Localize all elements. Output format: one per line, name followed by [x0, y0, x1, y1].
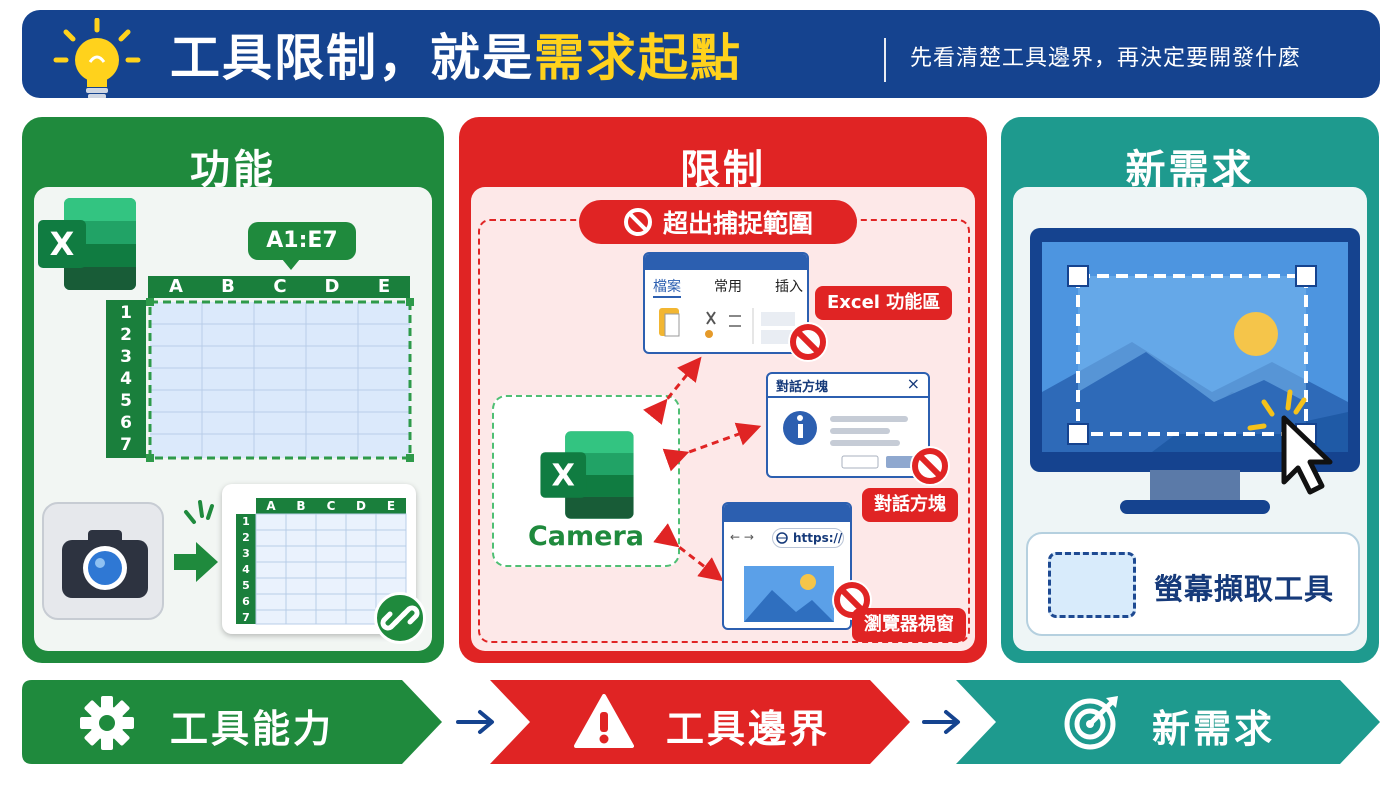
mini-row-header: 2 [242, 531, 250, 544]
grid-row-header-bar [106, 300, 146, 458]
row-header: 3 [120, 347, 132, 367]
monitor-foot [1120, 500, 1270, 514]
camera-picture-frame: X Camera [492, 395, 680, 567]
warning-icon [574, 694, 634, 748]
mini-row-header: 4 [242, 563, 250, 576]
target-icon [1064, 696, 1118, 750]
blocked-arrows [643, 356, 762, 582]
close-icon: × [906, 374, 920, 393]
column-header: D [324, 276, 340, 297]
row-header: 7 [120, 435, 132, 455]
column-header: E [377, 276, 391, 297]
column-header: C [273, 276, 287, 297]
gear-icon [80, 696, 134, 750]
mini-column-header: C [326, 499, 336, 513]
limit-panel-title: 限制 [680, 147, 766, 193]
globe-icon [776, 532, 788, 544]
mini-row-header: 6 [242, 595, 250, 608]
step-boundary-label: 工具邊界 [666, 707, 831, 751]
new-requirement-panel-title: 新需求 [1125, 147, 1255, 193]
mini-column-header: A [266, 499, 276, 513]
grid-column-header-bar [148, 276, 410, 298]
feature-panel-title: 功能 [190, 147, 276, 193]
excel-logo-icon: X [38, 198, 136, 290]
camera-icon [62, 530, 148, 598]
ribbon-tools-icon [659, 308, 795, 344]
row-header: 4 [120, 369, 132, 389]
page-subtitle: 先看清楚工具邊界，再決定要開發什麼 [910, 46, 1302, 71]
link-icon [374, 592, 426, 644]
title-main: 工具限制，就是 [170, 29, 534, 87]
browser-tag: 瀏覽器視窗 [852, 608, 966, 642]
mini-row-header: 1 [242, 515, 250, 528]
mini-row-header: 3 [242, 547, 250, 560]
out-of-range-tag: 超出捕捉範圍 [579, 200, 857, 244]
dialog-title: 對話方塊 [776, 380, 829, 395]
ribbon-tab-insert: 插入 [775, 279, 803, 295]
arrow-right-icon [456, 710, 494, 734]
dialog-tag: 對話方塊 [862, 488, 958, 522]
info-icon [783, 411, 916, 469]
ribbon-tab-file: 檔案 [653, 276, 681, 298]
column-header: A [169, 276, 183, 297]
monitor-stand [1150, 470, 1240, 504]
header-banner: 工具限制，就是需求起點 先看清楚工具邊界，再決定要開發什麼 [22, 10, 1380, 98]
mini-row-header: 5 [242, 579, 250, 592]
row-header: 6 [120, 413, 132, 433]
step-banner-capability: 工具能力 [22, 680, 442, 764]
dialog-window: 對話方塊 × [766, 372, 930, 478]
row-header: 2 [120, 325, 132, 345]
title-highlight: 需求起點 [534, 29, 742, 87]
ribbon-tabs: 檔案 常用 插入 [653, 276, 803, 298]
prohibited-icon [788, 322, 828, 362]
page-title: 工具限制，就是需求起點 [170, 22, 742, 87]
arrow-right-icon [174, 542, 218, 582]
screen-capture-icon [1048, 552, 1136, 618]
step-banner-boundary: 工具邊界 [490, 680, 910, 764]
camera-tool-button [42, 502, 164, 620]
mini-column-header: E [386, 499, 396, 513]
screen-capture-tool-label: 螢幕擷取工具 [1154, 572, 1335, 606]
out-of-range-label: 超出捕捉範圍 [662, 209, 813, 238]
mini-row-header: 7 [242, 611, 250, 624]
browser-window: ← → https:// [722, 502, 852, 630]
mini-column-header: B [296, 499, 306, 513]
row-header: 5 [120, 391, 132, 411]
step-banner-new-requirement: 新需求 [956, 680, 1380, 764]
excel-logo-icon: X [540, 431, 634, 519]
mini-column-header: D [356, 499, 366, 513]
cursor-click-icon [1247, 389, 1333, 495]
header-divider [884, 38, 886, 82]
row-header: 1 [120, 303, 132, 323]
ribbon-tab-home: 常用 [714, 279, 742, 295]
browser-address-bar: https:// [772, 528, 844, 548]
range-label: A1:E7 [248, 222, 356, 270]
arrow-right-icon [922, 710, 960, 734]
ribbon-window: 檔案 常用 插入 [643, 252, 809, 354]
column-header: B [221, 276, 235, 297]
snapshot-burst-icon [184, 500, 214, 524]
image-placeholder-icon [744, 566, 834, 622]
prohibited-icon [910, 446, 950, 486]
prohibited-icon [623, 208, 652, 236]
selected-range-grid [146, 298, 414, 462]
step-capability-label: 工具能力 [170, 707, 335, 751]
browser-nav-icons: ← → [730, 530, 754, 544]
lightbulb-icon [53, 18, 141, 98]
screen-capture-tool-card: 螢幕擷取工具 [1026, 532, 1360, 636]
step-new-requirement-label: 新需求 [1152, 707, 1276, 751]
camera-label: Camera [527, 521, 644, 552]
ribbon-tag: Excel 功能區 [815, 286, 953, 320]
